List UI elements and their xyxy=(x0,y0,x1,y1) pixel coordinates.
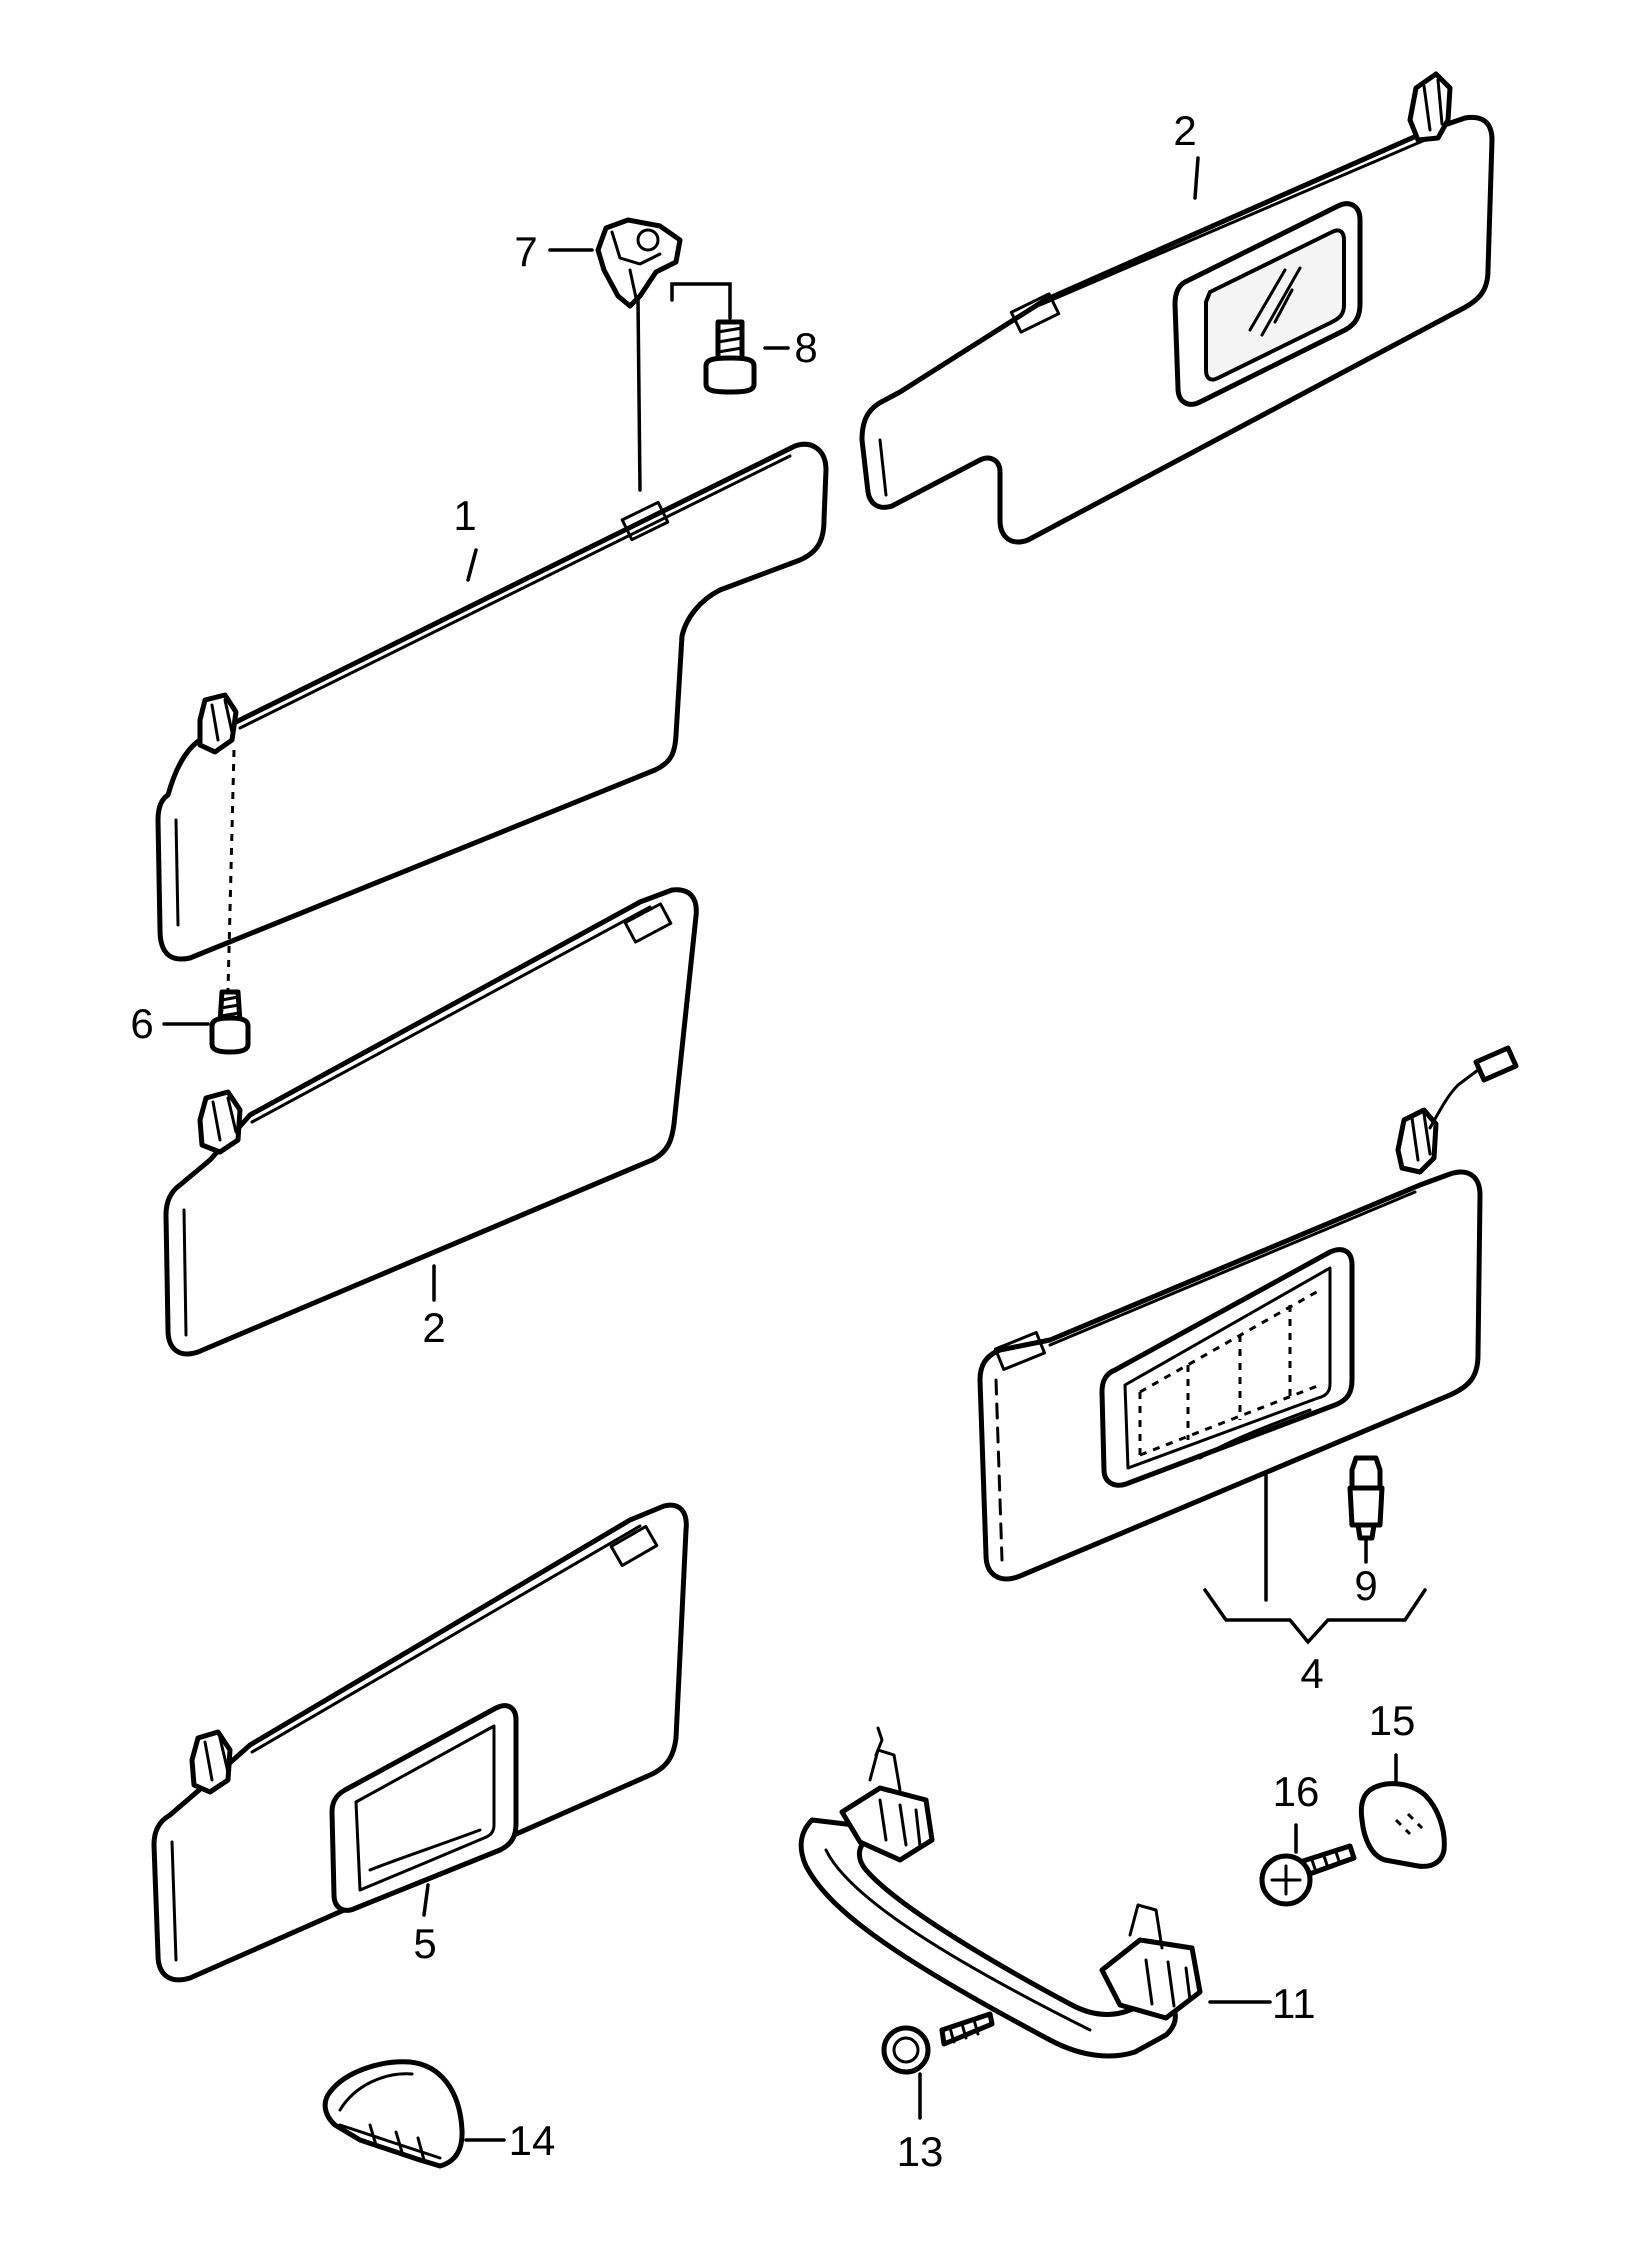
part-9-festoon-bulb xyxy=(1347,1455,1385,1541)
part-11-grab-handle xyxy=(798,1726,1203,2059)
part-1-sun-visor xyxy=(155,441,829,962)
callout-numbers: 1 2 2 5 6 7 8 9 4 11 13 14 15 16 xyxy=(130,107,1415,2175)
callout-2-middle: 2 xyxy=(422,1304,445,1351)
callout-8: 8 xyxy=(794,324,817,371)
part-16-screw xyxy=(1259,1843,1357,1907)
callout-14: 14 xyxy=(509,2117,556,2164)
callout-4: 4 xyxy=(1300,1650,1323,1697)
part-5-sun-visor-with-mirror xyxy=(151,1502,689,1983)
part-7-bracket xyxy=(595,217,683,309)
callout-15: 15 xyxy=(1369,1697,1416,1744)
callout-1: 1 xyxy=(453,492,476,539)
part-2-sun-visor-plain xyxy=(163,887,699,1357)
callout-2-top: 2 xyxy=(1173,107,1196,154)
callout-9: 9 xyxy=(1354,1562,1377,1609)
part-14-cover-cap xyxy=(322,2059,465,2169)
part-8-screw xyxy=(703,319,757,395)
callout-6: 6 xyxy=(130,1000,153,1047)
leader-lines xyxy=(162,156,1427,2142)
part-4-illuminated-sun-visor xyxy=(977,1045,1519,1582)
part-13-screw xyxy=(881,2011,995,2075)
callout-13: 13 xyxy=(897,2128,944,2175)
part-15-cap xyxy=(1358,1781,1447,1869)
part-6-screw xyxy=(209,989,251,1055)
callout-16: 16 xyxy=(1273,1768,1320,1815)
callout-11: 11 xyxy=(1272,1980,1316,2027)
callout-7: 7 xyxy=(514,228,537,275)
callout-5: 5 xyxy=(413,1920,436,1967)
part-2-sun-visor-with-mirror xyxy=(859,71,1495,545)
